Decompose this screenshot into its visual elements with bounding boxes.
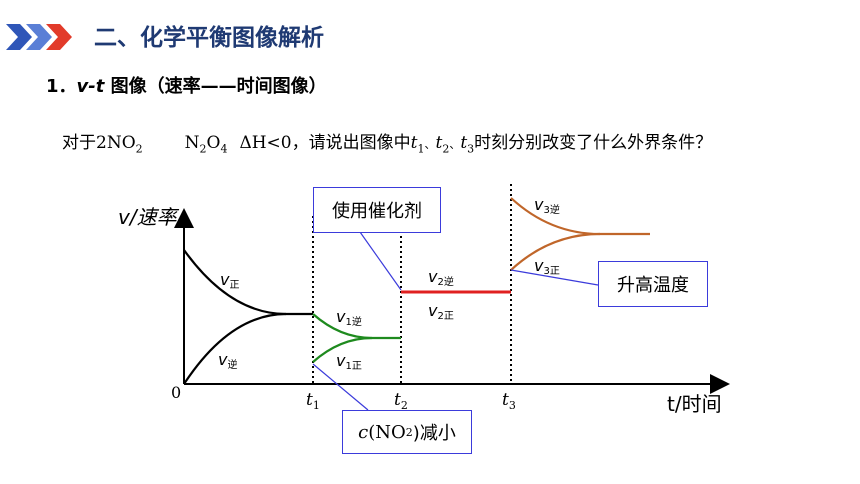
- curve-v-ni: [183, 312, 287, 385]
- q-t3-sub: 3: [467, 142, 475, 156]
- q-lead: 对于2NO: [62, 133, 136, 153]
- subtitle-vt: v-t: [76, 76, 105, 97]
- q-n2o4-o: O: [206, 133, 221, 153]
- tick-t1: t1: [306, 390, 320, 412]
- q-sep1: 、: [424, 138, 436, 151]
- subtitle-number: 1．: [46, 76, 77, 97]
- q-no2-sub: 2: [135, 142, 143, 156]
- no2-connector: [312, 363, 369, 411]
- tick-t2: t2: [394, 390, 408, 412]
- q-n2o4-n: N: [184, 133, 200, 153]
- subtitle-text: 图像（速率——时间图像）: [104, 76, 327, 97]
- label-v-zheng: v正: [220, 270, 239, 291]
- q-t2-sub: 2: [442, 142, 450, 156]
- heat-callout: 升高温度: [598, 261, 708, 307]
- label-v3-ni: v3逆: [534, 195, 560, 216]
- curve-v3-ni: [510, 197, 650, 236]
- curve-v1-zheng: [312, 336, 373, 363]
- q-t3: t: [460, 133, 468, 153]
- section-title: 二、化学平衡图像解析: [94, 25, 324, 51]
- chevron-arrows-icon: [6, 24, 72, 50]
- no2-reduce-text: )减小: [412, 423, 456, 444]
- catalyst-connector: [359, 231, 402, 291]
- q-delta-h: ΔH<0，: [239, 133, 309, 153]
- y-axis-label: v/速率: [118, 205, 180, 229]
- q-ask-b: 时刻分别改变了什么外界条件？: [474, 133, 713, 153]
- q-t2: t: [435, 133, 443, 153]
- q-sep2: 、: [449, 138, 461, 151]
- q-t1: t: [410, 133, 418, 153]
- heat-connector: [510, 269, 599, 286]
- q-t1-sub: 1: [417, 142, 425, 156]
- label-v-ni: v逆: [218, 350, 237, 371]
- label-v1-zheng: v1正: [336, 351, 362, 372]
- q-n2o4-sub1: 2: [199, 142, 207, 156]
- origin-label: 0: [171, 383, 181, 402]
- q-ask-a: 请说出图像中: [308, 133, 411, 153]
- tick-t3: t3: [502, 390, 516, 412]
- curve-v-zheng: [183, 249, 313, 316]
- no2-sub: 2: [405, 425, 413, 439]
- no2-c: c: [358, 421, 369, 443]
- label-v1-ni: v1逆: [336, 307, 362, 328]
- label-v2-zheng: v2正: [428, 301, 454, 322]
- subtitle: 1．v-t 图像（速率——时间图像）: [46, 72, 327, 98]
- catalyst-callout: 使用催化剂: [313, 187, 441, 233]
- x-axis-label: t/时间: [667, 392, 722, 416]
- label-v2-ni: v2逆: [428, 267, 454, 288]
- curve-v3-zheng: [510, 232, 601, 271]
- q-n2o4-sub2: 4: [220, 142, 228, 156]
- label-v3-zheng: v3正: [534, 256, 560, 277]
- no2-formula: (NO: [368, 421, 406, 443]
